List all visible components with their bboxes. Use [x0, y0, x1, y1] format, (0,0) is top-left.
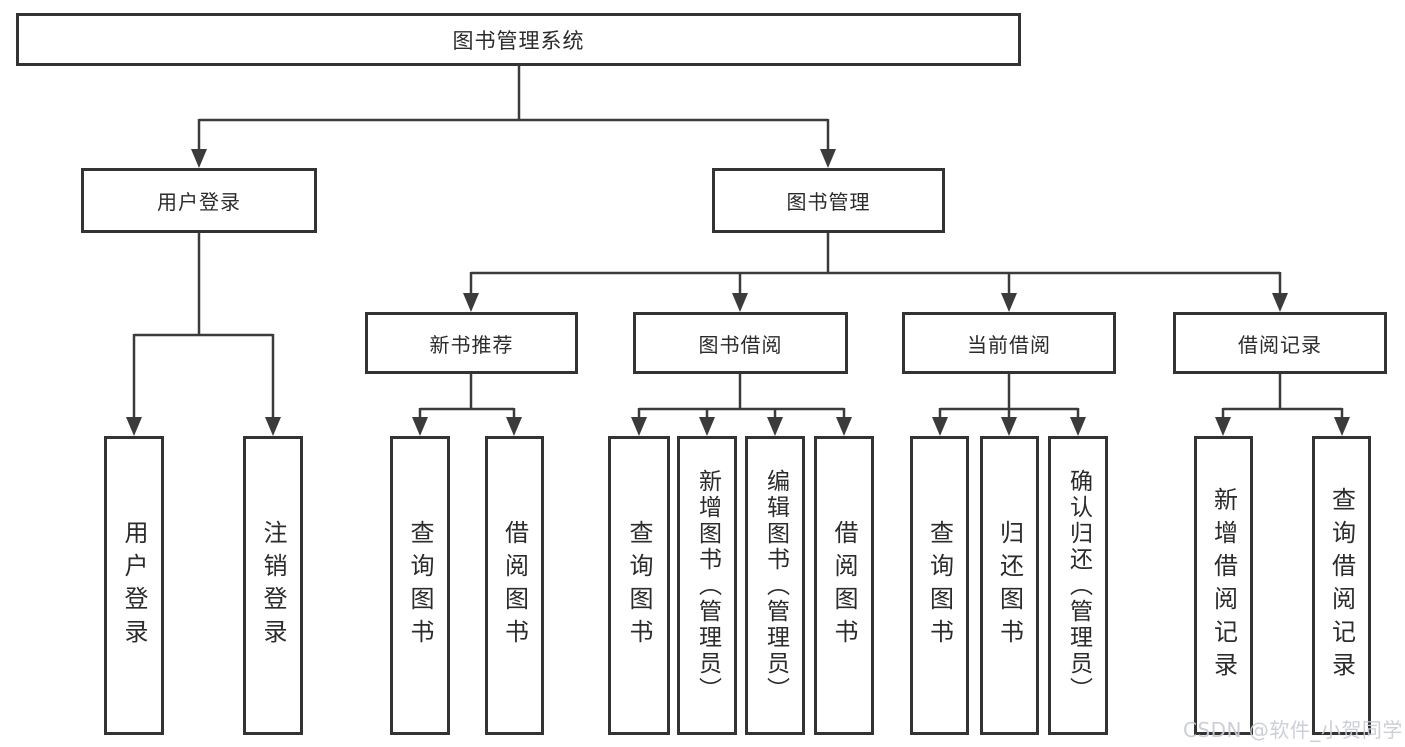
node-user-login: 用户登录	[81, 168, 317, 233]
leaf-query-books-current-label: 查询图书	[925, 519, 954, 652]
leaf-query-books-current: 查询图书	[910, 436, 969, 735]
leaf-borrow-books-label: 借阅图书	[830, 519, 858, 652]
leaf-return-books: 归还图书	[980, 436, 1039, 735]
leaf-user-login-label: 用户登录	[120, 519, 148, 652]
leaf-query-books-borrow: 查询图书	[608, 436, 670, 735]
node-new-book-recommend-label: 新书推荐	[429, 332, 514, 357]
leaf-borrow-books-recommend: 借阅图书	[485, 436, 544, 735]
leaf-logout-label: 注销登录	[259, 519, 287, 652]
leaf-borrow-books-recommend-label: 借阅图书	[500, 519, 529, 652]
leaf-return-books-label: 归还图书	[995, 519, 1024, 652]
node-book-borrow-label: 图书借阅	[698, 332, 783, 357]
node-borrow-records: 借阅记录	[1173, 312, 1387, 374]
leaf-confirm-return-admin: 确认归还（管理员）	[1048, 436, 1108, 735]
leaf-query-books-borrow-label: 查询图书	[625, 519, 653, 652]
node-book-management-label: 图书管理	[786, 190, 871, 214]
leaf-edit-books-admin-label: 编辑图书（管理员）	[762, 468, 789, 703]
leaf-add-borrow-record-label: 新增借阅记录	[1209, 486, 1238, 685]
leaf-add-books-admin-label: 新增图书（管理员）	[694, 468, 721, 703]
leaf-add-books-admin: 新增图书（管理员）	[677, 436, 737, 735]
leaf-borrow-books: 借阅图书	[814, 436, 874, 735]
leaf-user-login: 用户登录	[104, 436, 164, 735]
node-current-borrow: 当前借阅	[902, 312, 1116, 374]
node-new-book-recommend: 新书推荐	[365, 312, 578, 374]
node-borrow-records-label: 借阅记录	[1238, 332, 1322, 357]
arrowhead-icons	[126, 149, 1350, 436]
node-user-login-label: 用户登录	[157, 190, 241, 214]
leaf-logout: 注销登录	[243, 436, 303, 735]
leaf-confirm-return-admin-label: 确认归还（管理员）	[1065, 468, 1092, 703]
node-book-borrow: 图书借阅	[633, 312, 848, 374]
leaf-edit-books-admin: 编辑图书（管理员）	[745, 436, 805, 735]
leaf-query-books-recommend: 查询图书	[390, 436, 450, 735]
node-current-borrow-label: 当前借阅	[967, 332, 1051, 357]
node-library-system: 图书管理系统	[16, 13, 1021, 66]
node-book-management: 图书管理	[712, 168, 945, 233]
leaf-query-books-recommend-label: 查询图书	[406, 519, 434, 652]
leaf-query-borrow-record-label: 查询借阅记录	[1327, 486, 1356, 685]
csdn-watermark: CSDN @软件_小贺同学	[1183, 718, 1403, 742]
node-library-system-label: 图书管理系统	[452, 28, 585, 53]
leaf-add-borrow-record: 新增借阅记录	[1194, 436, 1253, 735]
leaf-query-borrow-record: 查询借阅记录	[1312, 436, 1371, 735]
